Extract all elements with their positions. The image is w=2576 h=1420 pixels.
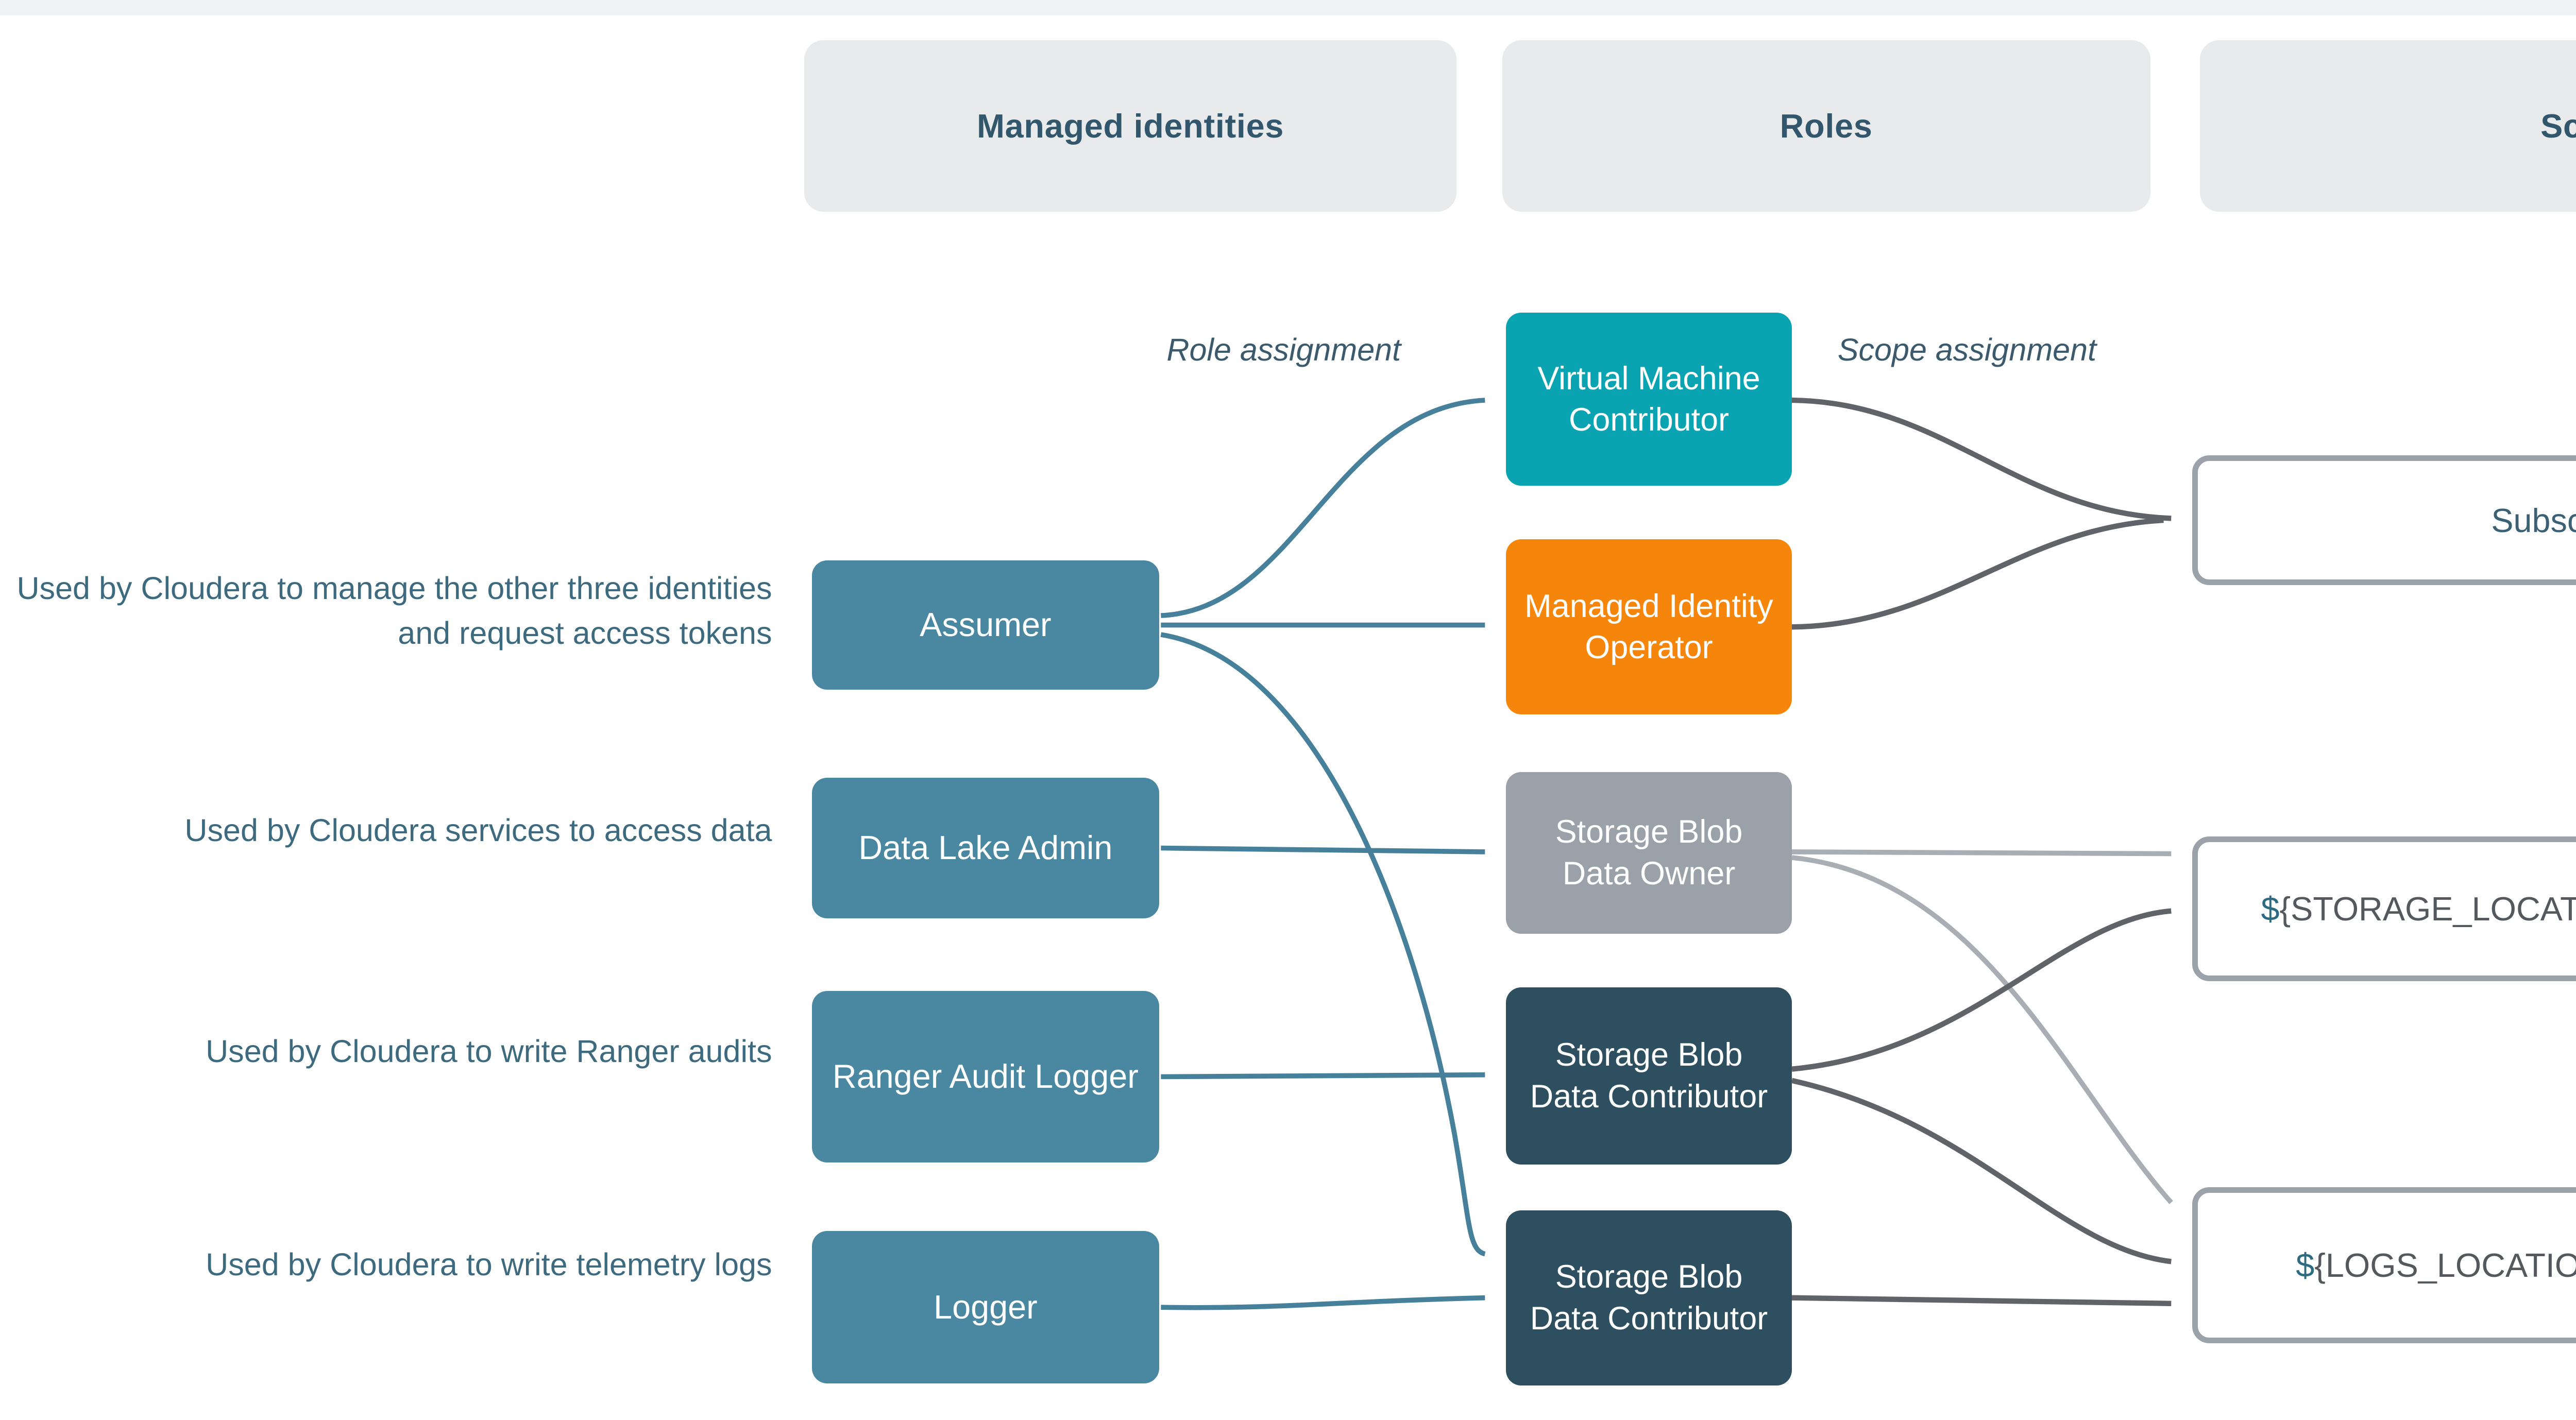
arrow-storage-blob-data-contributor-logs-to-logs-container (1791, 1295, 2172, 1306)
identity-box-logger: Logger (812, 1231, 1159, 1384)
top-border-strip (0, 0, 2576, 15)
role-box-storage-blob-data-contributor-logs: Storage Blob Data Contributor (1506, 1210, 1792, 1385)
role-box-managed-identity-operator: Managed Identity Operator (1506, 539, 1792, 715)
scope-assignment-label: Scope assignment (1837, 332, 2097, 367)
arrow-managed-identity-operator-to-subscription (1791, 517, 2164, 630)
header-scope: Scope (2199, 40, 2576, 212)
arrow-virtual-machine-contributor-to-subscription (1791, 397, 2172, 521)
scope-box-subscription: Subscription (2192, 455, 2576, 585)
arrow-ranger-audit-logger-to-storage-blob-data-contributor-data (1161, 1072, 1485, 1080)
arrow-assumer-to-virtual-machine-contributor (1161, 398, 1485, 618)
arrow-storage-blob-data-contributor-data-to-logs-container (1791, 1077, 2172, 1264)
note-ranger-audit: Used by Cloudera to write Ranger audits (206, 1034, 772, 1069)
storage-container-dollar: $ (2261, 890, 2280, 928)
logs-container-label: {LOGS_LOCATION_BASE} container (2314, 1246, 2576, 1285)
role-box-virtual-machine-contributor: Virtual Machine Contributor (1506, 312, 1792, 486)
note-assumer: Used by Cloudera to manage the other thr… (16, 570, 772, 651)
identity-box-data-lake-admin: Data Lake Admin (812, 777, 1159, 919)
note-data-lake-admin: Used by Cloudera services to access data (184, 812, 772, 848)
header-roles: Roles (1502, 40, 2150, 212)
identity-box-assumer: Assumer (812, 560, 1159, 690)
header-managed-identities: Managed identities (804, 40, 1456, 212)
scope-box-storage-container: ${STORAGE_LOCATION_BASE} container (2192, 836, 2576, 982)
logs-container-dollar: $ (2296, 1246, 2315, 1285)
arrow-assumer-to-storage-blob-data-contributor-logs (1160, 632, 1486, 1257)
arrow-storage-blob-data-contributor-data-to-storage-container (1791, 908, 2172, 1072)
subscription-label: Subscription (2491, 501, 2576, 539)
scope-box-logs-container: ${LOGS_LOCATION_BASE} container (2192, 1187, 2576, 1344)
arrow-data-lake-admin-to-storage-blob-data-owner (1161, 845, 1485, 854)
arrow-storage-blob-data-owner-to-logs-container (1791, 855, 2173, 1204)
role-box-storage-blob-data-owner: Storage Blob Data Owner (1506, 772, 1792, 934)
role-assignment-label: Role assignment (1166, 332, 1401, 367)
role-box-storage-blob-data-contributor-data: Storage Blob Data Contributor (1506, 987, 1792, 1165)
identity-box-ranger-audit-logger: Ranger Audit Logger (812, 991, 1159, 1162)
storage-container-label: {STORAGE_LOCATION_BASE} container (2279, 890, 2576, 928)
arrow-storage-blob-data-owner-to-storage-container (1791, 849, 2172, 857)
arrow-logger-to-storage-blob-data-contributor-logs (1161, 1295, 1485, 1310)
note-logger: Used by Cloudera to write telemetry logs (206, 1247, 772, 1282)
